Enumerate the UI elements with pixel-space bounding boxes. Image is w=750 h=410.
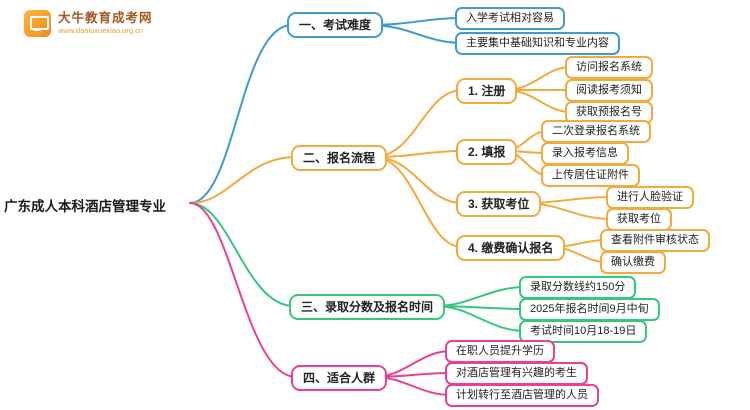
logo-url: www.daniuxuexiao.org.cn <box>58 26 144 35</box>
logo[interactable]: 大牛教育成考网 www.daniuxuexiao.org.cn <box>24 10 153 37</box>
leaf-node[interactable]: 录取分数线约150分 <box>519 276 637 299</box>
leaf-node[interactable]: 确认缴费 <box>600 251 666 274</box>
leaf-node[interactable]: 获取预报名号 <box>565 101 653 124</box>
leaf-node[interactable]: 进行人脸验证 <box>606 186 694 209</box>
leaf-node[interactable]: 2025年报名时间9月中旬 <box>519 298 660 321</box>
central-topic[interactable]: 广东成人本科酒店管理专业 <box>4 199 166 214</box>
branch-node-exam-difficulty[interactable]: 一、考试难度 <box>287 12 384 38</box>
leaf-node[interactable]: 主要集中基础知识和专业内容 <box>455 32 620 55</box>
leaf-node[interactable]: 考试时间10月18-19日 <box>519 320 648 343</box>
sub-node-fill-in[interactable]: 2. 填报 <box>456 139 518 165</box>
sub-node-pay-confirm[interactable]: 4. 缴费确认报名 <box>456 235 566 261</box>
leaf-node[interactable]: 访问报名系统 <box>565 56 653 79</box>
branch-1-connectors <box>189 17 464 204</box>
leaf-node[interactable]: 录入报考信息 <box>541 142 629 165</box>
branch-node-suitable-people[interactable]: 四、适合人群 <box>291 365 388 391</box>
branch-3-connectors <box>189 202 526 332</box>
branch-node-scores-dates[interactable]: 三、录取分数及报名时间 <box>289 294 446 320</box>
leaf-node[interactable]: 计划转行至酒店管理的人员 <box>445 384 599 407</box>
sub-node-register[interactable]: 1. 注册 <box>456 78 518 104</box>
leaf-node[interactable]: 入学考试相对容易 <box>455 7 565 30</box>
leaf-node[interactable]: 获取考位 <box>606 208 672 231</box>
branch-node-signup-process[interactable]: 二、报名流程 <box>291 145 388 171</box>
leaf-node[interactable]: 查看附件审核状态 <box>600 229 710 252</box>
leaf-node[interactable]: 对酒店管理有兴趣的考生 <box>445 362 588 385</box>
logo-icon <box>24 10 51 37</box>
logo-title: 大牛教育成考网 <box>58 11 153 25</box>
leaf-node[interactable]: 阅读报考须知 <box>565 79 653 102</box>
leaf-node[interactable]: 二次登录报名系统 <box>541 120 651 143</box>
logo-text: 大牛教育成考网 www.daniuxuexiao.org.cn <box>58 10 153 36</box>
leaf-node[interactable]: 上传居住证附件 <box>541 164 640 187</box>
sub-node-get-seat[interactable]: 3. 获取考位 <box>456 191 542 217</box>
leaf-node[interactable]: 在职人员提升学历 <box>445 340 555 363</box>
